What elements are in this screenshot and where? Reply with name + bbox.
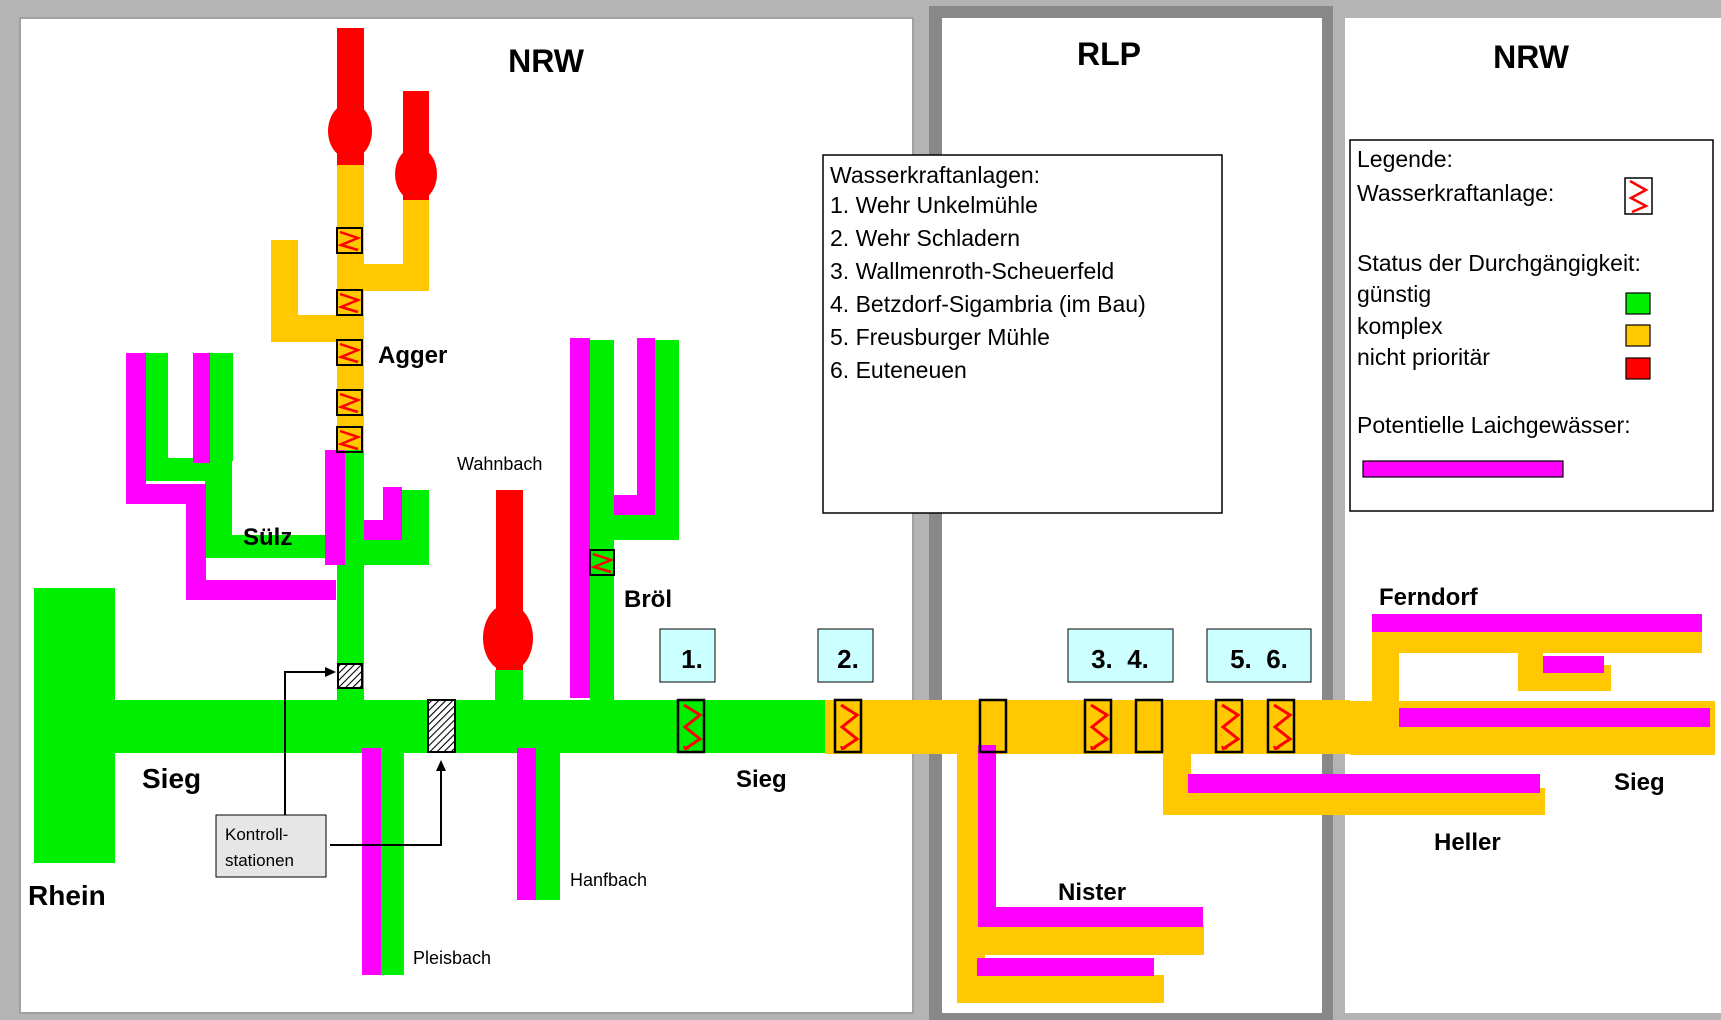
legend-swatch-spawning bbox=[1362, 460, 1564, 478]
label-sieg-middle: Sieg bbox=[736, 766, 787, 793]
label-sieg-left: Sieg bbox=[142, 763, 201, 794]
plant-item-6: 6. Euteneuen bbox=[830, 357, 967, 383]
control-station-markers bbox=[337, 663, 456, 753]
marker-5-6: 5. 6. bbox=[1230, 644, 1288, 674]
plant-symbol-agger-1 bbox=[336, 227, 363, 254]
region-label-nrw-right: NRW bbox=[1493, 39, 1570, 75]
label-broel: Bröl bbox=[624, 586, 672, 613]
label-rhein: Rhein bbox=[28, 880, 106, 911]
legend-title: Legende: bbox=[1357, 146, 1453, 172]
label-heller: Heller bbox=[1434, 829, 1501, 856]
label-sieg-right: Sieg bbox=[1614, 769, 1665, 796]
marker-3-4: 3. 4. bbox=[1091, 644, 1149, 674]
legend-status-complex: komplex bbox=[1357, 313, 1443, 339]
control-stations-line2: stationen bbox=[225, 851, 294, 870]
marker-2: 2. bbox=[837, 644, 859, 674]
plant-symbol-1 bbox=[676, 698, 706, 754]
legend-swatch-not-priority bbox=[1625, 357, 1651, 380]
control-stations-box: Kontroll- stationen bbox=[215, 814, 327, 878]
control-station-arrows bbox=[284, 667, 446, 846]
legend-plant-label: Wasserkraftanlage: bbox=[1357, 180, 1554, 206]
plant-symbol-agger-3 bbox=[336, 339, 363, 366]
label-agger: Agger bbox=[378, 342, 447, 369]
label-nister: Nister bbox=[1058, 879, 1126, 906]
legend-status-title: Status der Durchgängigkeit: bbox=[1357, 250, 1641, 276]
plants-list-box: Wasserkraftanlagen: 1. Wehr Unkelmühle 2… bbox=[822, 154, 1223, 514]
legend-plant-symbol bbox=[1624, 177, 1653, 215]
plant-number-markers: 1. 2. 3. 4. 5. 6. bbox=[659, 628, 1312, 683]
label-pleisbach: Pleisbach bbox=[413, 948, 491, 968]
plant-symbol-4 bbox=[1134, 698, 1164, 754]
legend-swatch-complex bbox=[1625, 324, 1651, 347]
plant-symbol-agger-5 bbox=[336, 426, 363, 453]
plant-symbol-agger-4 bbox=[336, 389, 363, 416]
sieg-plant-symbols bbox=[676, 698, 1296, 754]
plant-item-2: 2. Wehr Schladern bbox=[830, 225, 1020, 251]
region-label-nrw-left: NRW bbox=[508, 43, 585, 79]
label-suelz: Sülz bbox=[243, 524, 292, 551]
legend-swatch-favorable bbox=[1625, 292, 1651, 315]
legend-box: Legende: Wasserkraftanlage: Status der D… bbox=[1349, 139, 1714, 512]
legend-spawning-label: Potentielle Laichgewässer: bbox=[1357, 412, 1631, 438]
marker-1: 1. bbox=[681, 644, 703, 674]
plant-symbol-broel bbox=[589, 549, 615, 576]
plant-item-4: 4. Betzdorf-Sigambria (im Bau) bbox=[830, 291, 1146, 317]
plant-symbol-6 bbox=[1266, 698, 1296, 754]
label-wahnbach: Wahnbach bbox=[457, 454, 542, 474]
region-label-rlp: RLP bbox=[1077, 36, 1141, 72]
plant-symbol-2 bbox=[833, 698, 863, 754]
label-ferndorf: Ferndorf bbox=[1379, 584, 1479, 611]
legend-status-not-priority: nicht prioritär bbox=[1357, 344, 1490, 370]
not-priority-reaches bbox=[328, 28, 533, 690]
legend-status-favorable: günstig bbox=[1357, 281, 1431, 307]
plant-symbol-agger-2 bbox=[336, 289, 363, 316]
plant-item-1: 1. Wehr Unkelmühle bbox=[830, 192, 1038, 218]
label-hanfbach: Hanfbach bbox=[570, 870, 647, 890]
spawning-waters bbox=[126, 338, 1710, 976]
plant-symbol-3 bbox=[1083, 698, 1113, 754]
plant-symbol-5 bbox=[1214, 698, 1244, 754]
plants-box-title: Wasserkraftanlagen: bbox=[830, 162, 1040, 188]
plant-item-5: 5. Freusburger Mühle bbox=[830, 324, 1050, 350]
plant-symbol-nister-mouth bbox=[978, 698, 1008, 754]
plant-item-3: 3. Wallmenroth-Scheuerfeld bbox=[830, 258, 1114, 284]
hydropower-plant-symbols bbox=[336, 227, 615, 576]
control-stations-line1: Kontroll- bbox=[225, 825, 288, 844]
